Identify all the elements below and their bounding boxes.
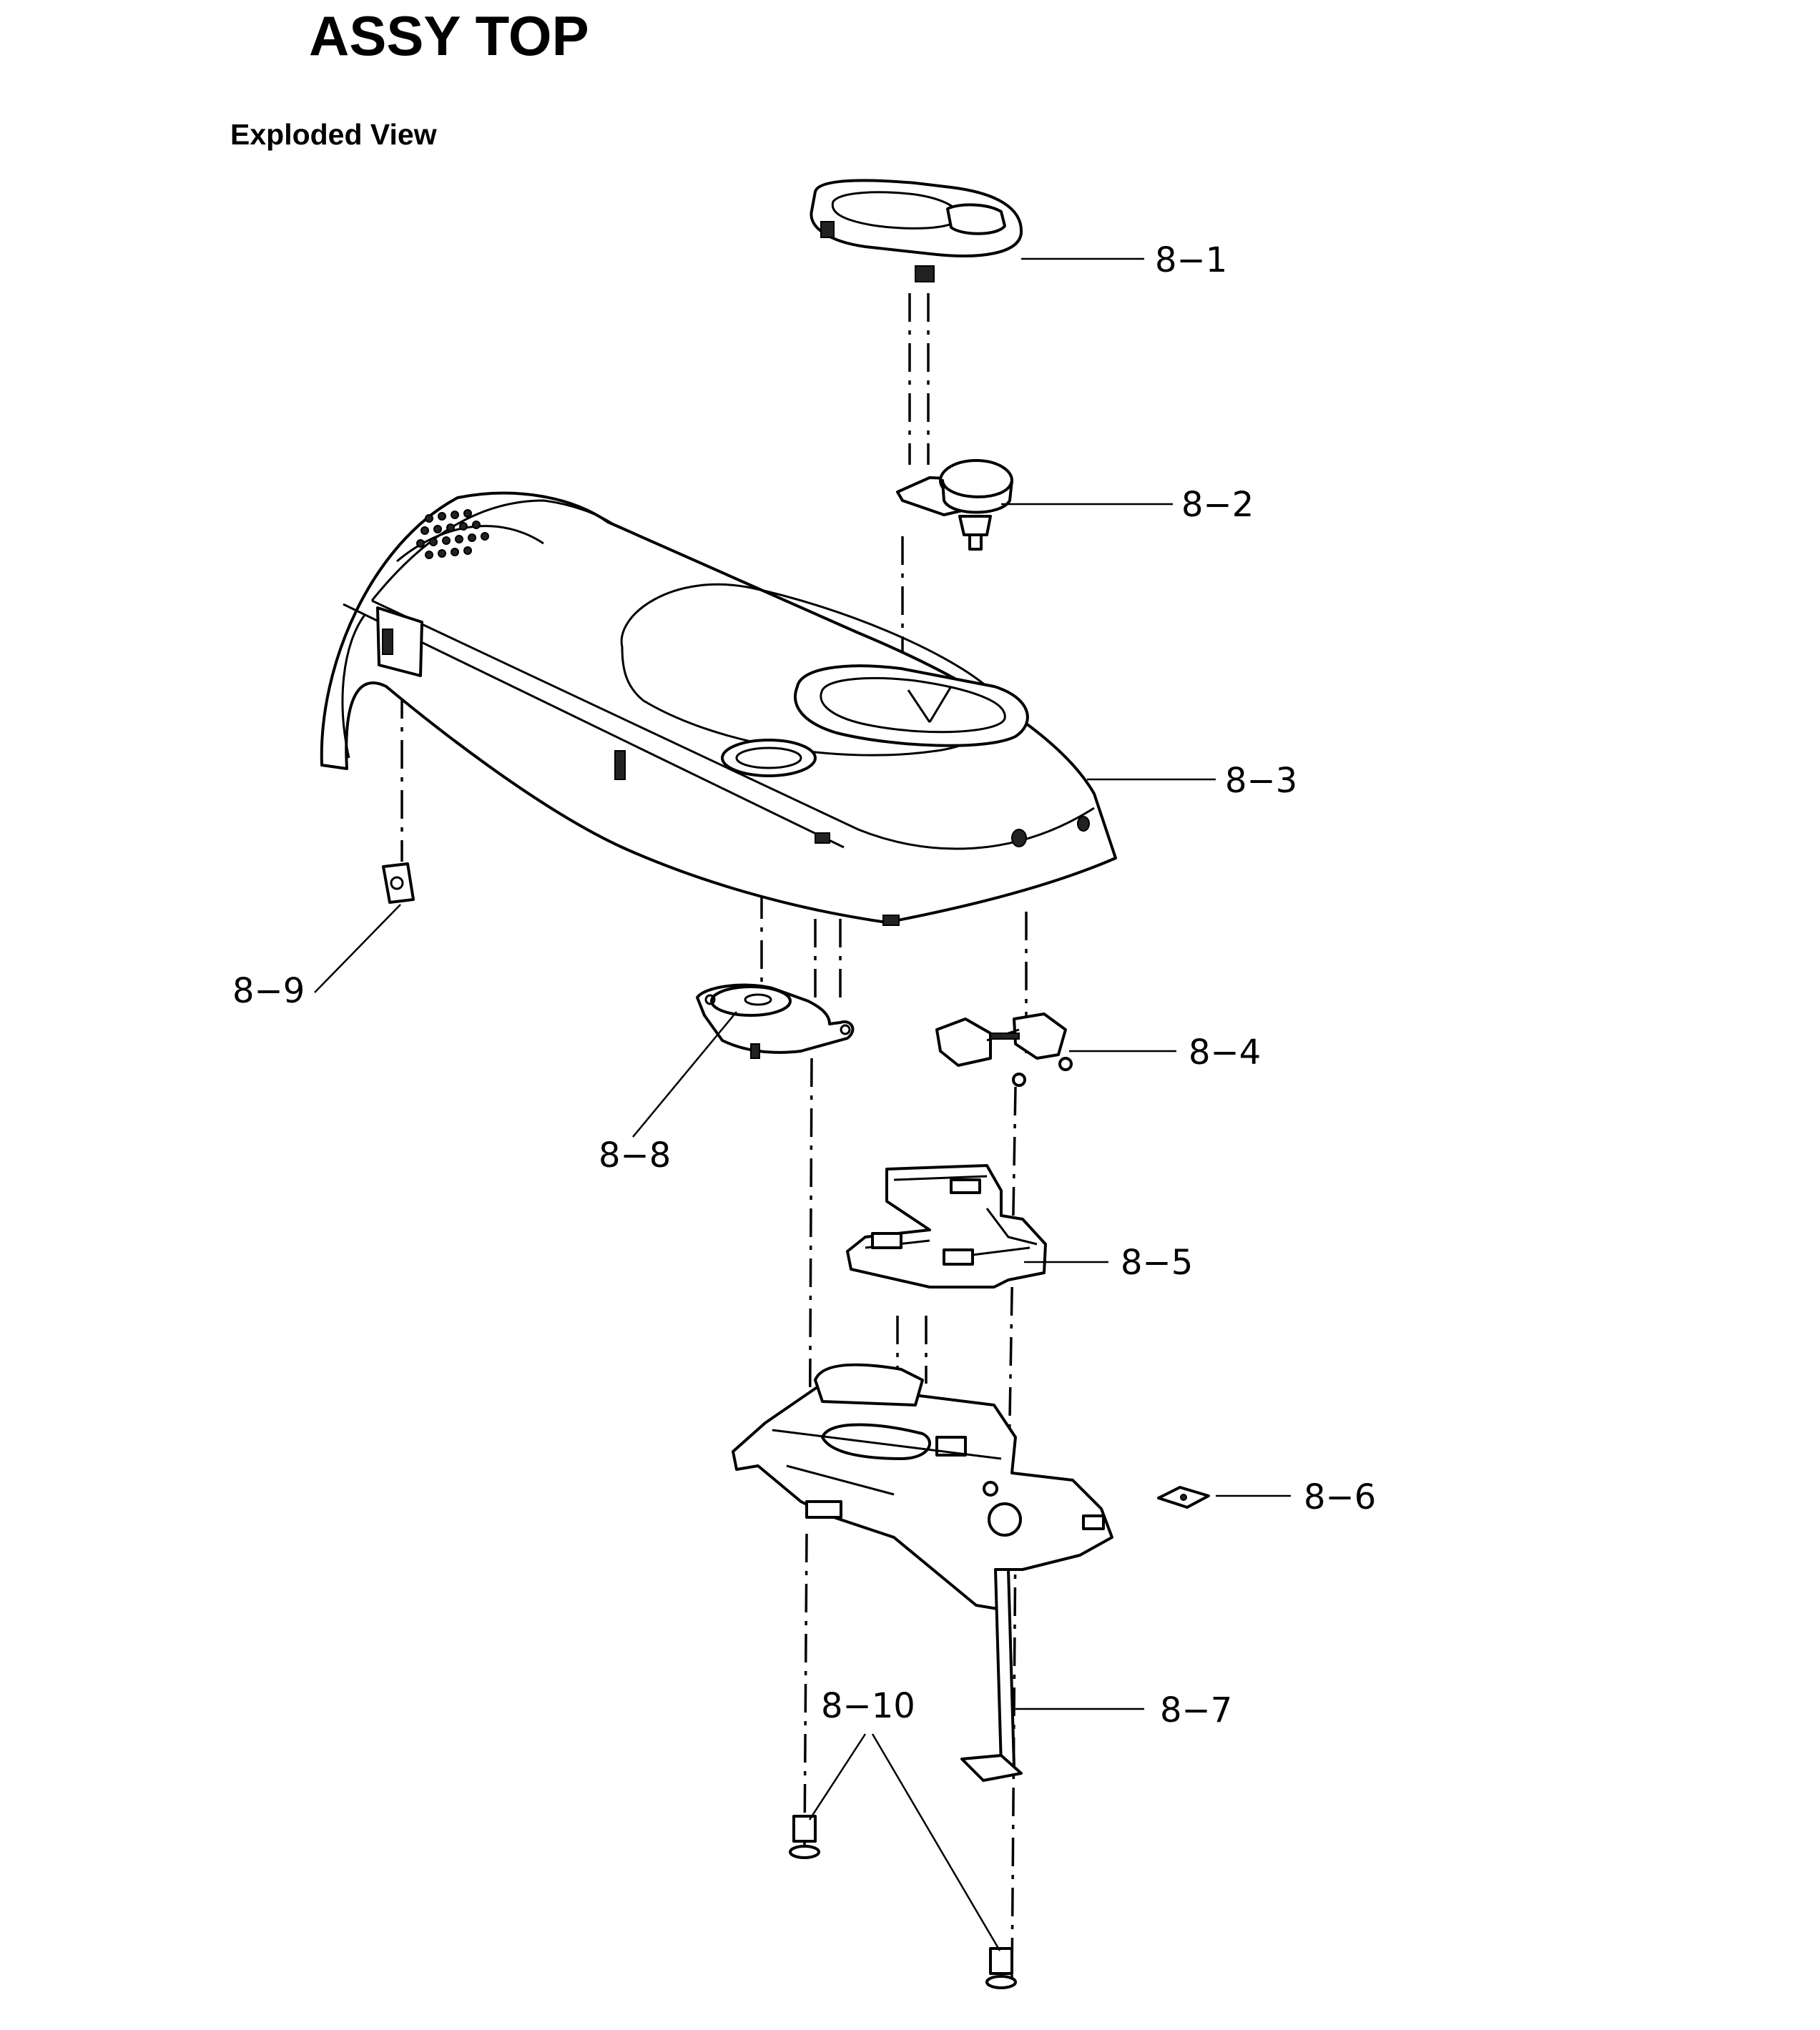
callout-8-10: 8−10: [821, 1686, 915, 1726]
part-8-7-base-chassis: [732, 1363, 1113, 1782]
callout-8-8: 8−8: [599, 1135, 671, 1176]
part-8-5-pcb: [846, 1164, 1047, 1289]
part-8-4-lever: [935, 1012, 1073, 1087]
section-subtitle: Exploded View: [230, 118, 437, 151]
part-8-9-square-pad: [382, 862, 415, 904]
part-8-1-button-frame: [810, 179, 1023, 282]
speaker-grille-icon: [416, 509, 489, 559]
callout-8-3: 8−3: [1225, 761, 1297, 801]
leader-lines: [314, 257, 1291, 1951]
callout-8-2: 8−2: [1181, 485, 1254, 525]
callout-8-1: 8−1: [1155, 240, 1227, 280]
callout-8-5: 8−5: [1121, 1243, 1193, 1283]
page-title: ASSY TOP: [309, 4, 589, 67]
callout-8-6: 8−6: [1304, 1477, 1376, 1517]
callout-8-7: 8−7: [1160, 1690, 1232, 1730]
part-8-10-pins: [789, 1815, 1017, 1989]
part-8-6-nut: [1157, 1486, 1210, 1509]
part-8-2-knob: [896, 459, 1013, 551]
part-8-3-top-cover: [320, 491, 1117, 926]
callout-8-9: 8−9: [232, 971, 305, 1011]
part-8-8-switch-bracket: [696, 983, 855, 1059]
callout-8-4: 8−4: [1189, 1033, 1261, 1073]
